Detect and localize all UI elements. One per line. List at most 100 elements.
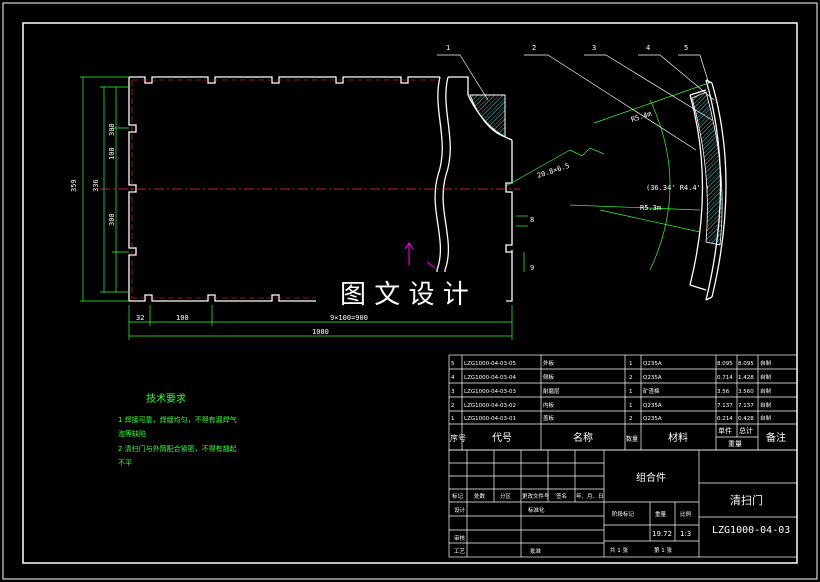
bom-cell-no: 3 [451, 389, 455, 395]
dim-r2: R5.3m [640, 204, 661, 212]
bom-header-no: 序号 [450, 433, 466, 443]
tech-line-3: 2 清扫门与外筒配合紧密，不得有翘起 [118, 444, 237, 453]
bom-table [448, 354, 798, 451]
bom-cell-qty: 2 [629, 416, 633, 422]
dim-slot-b: 9 [530, 264, 534, 272]
bom-header-qty: 数量 [626, 435, 638, 443]
tb-weight-lbl: 重量 [655, 510, 667, 518]
watermark-bg [316, 272, 506, 312]
tb-review: 审核 [454, 534, 466, 542]
dim-height-overall: 359 [70, 179, 78, 192]
bom-cell-w1: 0.714 [717, 375, 733, 381]
tb-part-name: 清扫门 [730, 493, 763, 507]
bom-cell-mat: Q235A [643, 416, 662, 422]
callout-5: 5 [684, 44, 688, 52]
bom-header-single: 单件 [718, 426, 732, 435]
bom-header-name: 名称 [573, 431, 593, 444]
bom-cell-mat: Q235A [643, 375, 662, 381]
tb-sheet-no: 第 1 张 [654, 546, 672, 554]
dim-slot-a: 8 [530, 216, 534, 224]
bom-cell-no: 5 [451, 361, 455, 367]
bom-cell-name: 耐磨层 [543, 387, 560, 395]
bom-cell-w2: 8.095 [738, 361, 754, 367]
bom-header-total: 总计 [739, 426, 753, 435]
callout-3: 3 [592, 44, 596, 52]
bom-cell-mat: Q235A [643, 361, 662, 367]
bom-cell-w1: 3.56 [717, 389, 730, 395]
bom-cell-name: 盖板 [543, 414, 555, 422]
dim-height-upper: 100 [108, 147, 116, 160]
bom-cell-qty: 1 [629, 389, 633, 395]
dim-height-half: 336 [92, 179, 100, 192]
bom-header-weight: 重量 [728, 440, 742, 448]
tb-approve: 批准 [530, 547, 542, 555]
dim-repeat: 9×100=900 [330, 314, 368, 322]
tb-sheet-total: 共 1 张 [610, 546, 628, 554]
bom-cell-name: 外板 [543, 359, 555, 367]
callout-1: 1 [446, 44, 450, 52]
tb-date: 年、月、日 [576, 492, 604, 500]
bom-cell-mat: 矿渣棉 [643, 387, 660, 395]
bom-cell-w1: 8.095 [717, 361, 733, 367]
bom-cell-note: 自制 [760, 359, 772, 367]
bom-cell-name: 侧板 [543, 373, 555, 381]
dim-r1: R5.4m [630, 110, 653, 124]
bom-cell-code: LZG1000-04-03-02 [464, 403, 516, 409]
dim-height-mid: 300 [108, 213, 116, 226]
callout-2: 2 [532, 44, 536, 52]
bom-cell-w1: 0.214 [717, 416, 733, 422]
tb-mark: 标记 [452, 492, 464, 500]
bom-cell-no: 4 [451, 375, 455, 381]
tech-line-2: 泡等缺陷 [118, 429, 146, 438]
bom-cell-w2: 7.137 [738, 403, 754, 409]
bom-cell-qty: 1 [629, 361, 633, 367]
dimensions [80, 76, 571, 340]
tech-line-4: 不平 [118, 459, 132, 467]
bom-cell-code: LZG1000-04-03-05 [464, 361, 517, 367]
bom-cell-no: 2 [451, 403, 455, 409]
bom-cell-note: 自制 [760, 387, 772, 395]
inner-frame [22, 22, 798, 564]
tb-assembly: 组合件 [636, 471, 666, 484]
side-dimensions [569, 83, 707, 271]
tb-design: 设计 [454, 506, 466, 514]
bom-cell-qty: 2 [629, 375, 633, 381]
bom-cell-no: 1 [451, 416, 455, 422]
watermark: 图 文 设 计 [340, 280, 469, 310]
bom-cell-code: LZG1000-04-03-01 [464, 416, 516, 422]
tech-line-1: 1 焊接可靠，焊缝均匀，不得有漏焊气 [118, 415, 237, 424]
bom-cell-w2: 0.428 [738, 416, 754, 422]
tb-weight: 19.72 [652, 530, 672, 538]
bom-cell-name: 内板 [543, 401, 555, 409]
dim-pitch: 100 [176, 314, 189, 322]
bom-cell-code: LZG1000-04-03-03 [464, 389, 517, 395]
tb-change: 更改文件号 [522, 492, 550, 500]
leaders [437, 54, 715, 151]
bom-cell-w1: 7.137 [717, 403, 733, 409]
break-mark [569, 147, 605, 157]
tb-count: 处数 [474, 492, 486, 500]
tb-scale: 1:3 [680, 530, 691, 538]
tb-zone: 分区 [500, 492, 512, 500]
bom-cell-note: 自制 [760, 373, 772, 381]
bom-cell-note: 自制 [760, 414, 772, 422]
part3-section [691, 91, 723, 246]
part1-section [469, 94, 506, 138]
tb-process: 工艺 [454, 548, 466, 555]
bom-header-code: 代号 [492, 432, 512, 444]
tb-scale-lbl: 比例 [680, 510, 692, 518]
bom-cell-w2: 3.560 [738, 389, 754, 395]
dim-total: 1080 [312, 328, 329, 336]
bom-header-mat: 材料 [668, 431, 688, 444]
tb-drawing-no: LZG1000-04-03 [712, 525, 790, 536]
callout-4: 4 [646, 44, 650, 52]
tb-stage: 阶段标记 [612, 510, 635, 518]
title-block [448, 449, 798, 558]
tech-title: 技术要求 [146, 392, 186, 405]
bom-cell-note: 自制 [760, 401, 772, 409]
dim-first: 32 [136, 314, 144, 322]
dim-radius-label: 20.8×6.5 [536, 162, 571, 180]
dim-height-lower: 300 [108, 123, 116, 136]
